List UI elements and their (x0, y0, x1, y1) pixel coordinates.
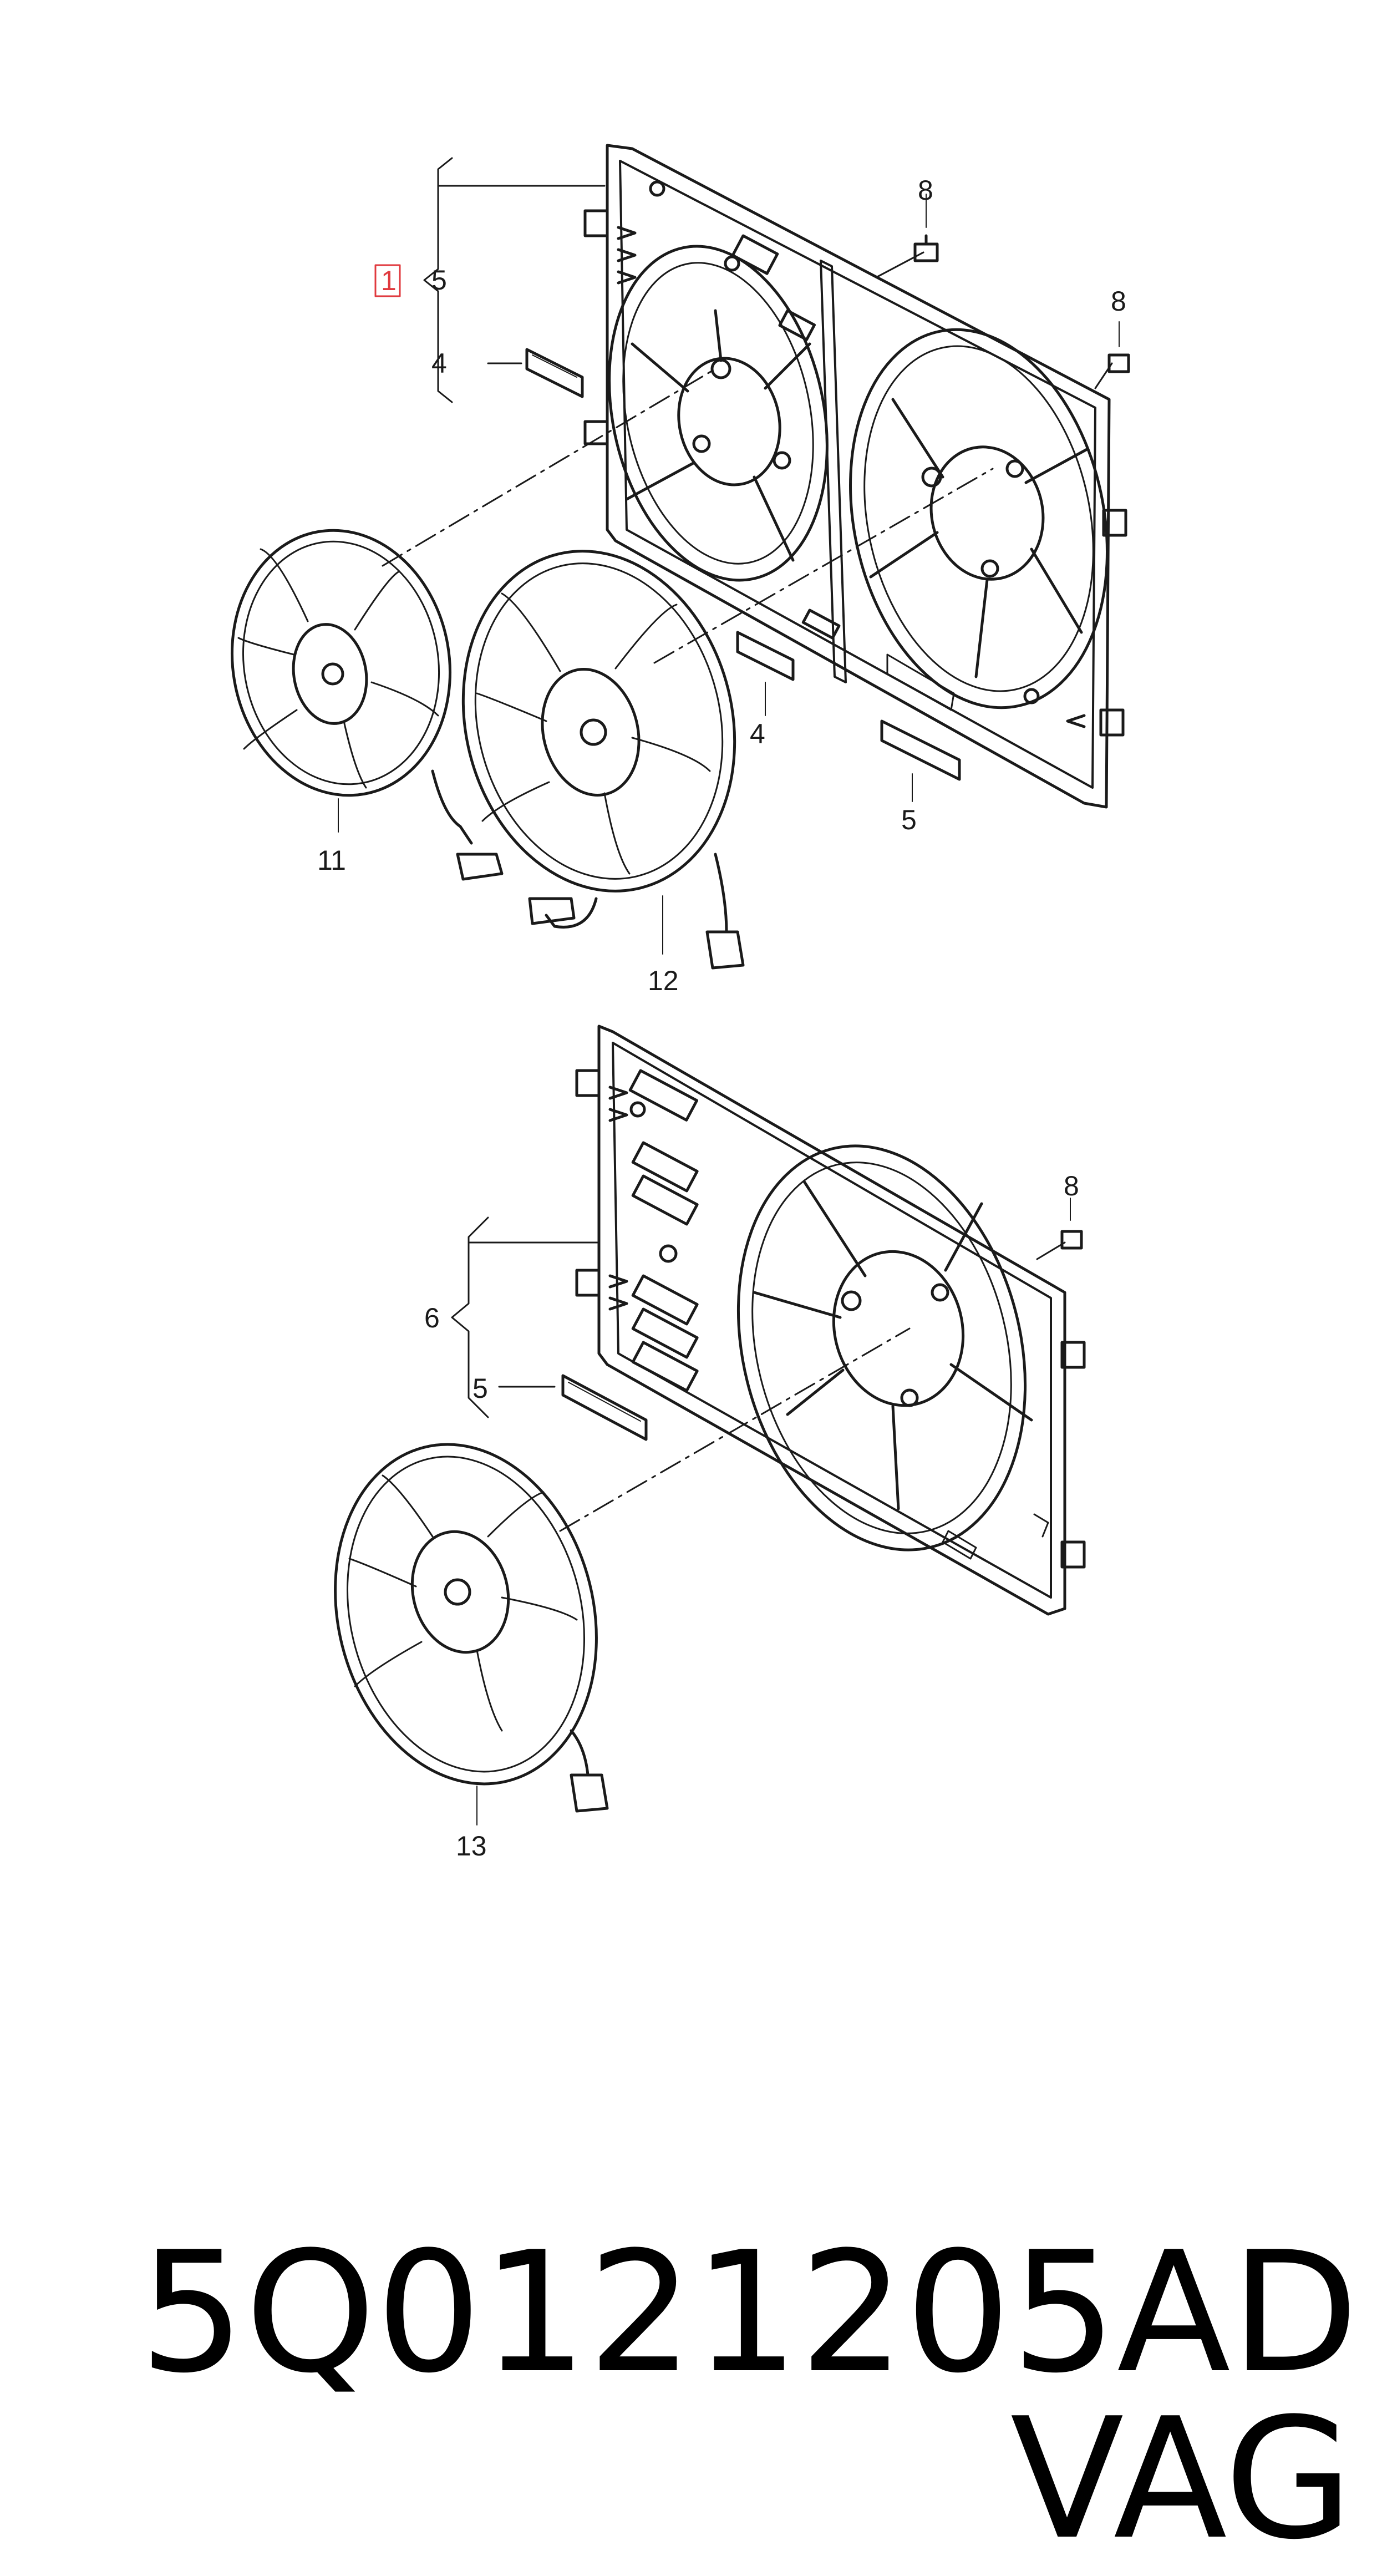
screw-bottom (1036, 1198, 1083, 1260)
group-bracket-6 (451, 1216, 600, 1418)
group-bracket-1 (423, 157, 606, 403)
label-8-a: 8 (918, 175, 933, 206)
twin-fan-shroud (583, 144, 1127, 809)
label-4-top: 4 (431, 348, 447, 379)
label-5-mid: 5 (901, 804, 917, 835)
label-13: 13 (456, 1830, 487, 1862)
label-1: 1 (381, 265, 397, 296)
label-4-mid: 4 (750, 718, 765, 749)
label-8-b: 8 (1111, 286, 1126, 317)
alignment-lines-top (382, 368, 994, 664)
screw-top-b (1094, 321, 1130, 389)
label-5-bottom: 5 (472, 1373, 488, 1404)
brand-name: VAG (1010, 2382, 1353, 2576)
label-8-c: 8 (1064, 1170, 1079, 1201)
label-12: 12 (648, 965, 679, 996)
label-6: 6 (424, 1302, 440, 1333)
part-number: 5Q0121205AD (139, 2216, 1359, 2410)
label-5-top: 5 (431, 265, 447, 296)
seal-strip-5-bottom (561, 1374, 648, 1441)
fan-13 (334, 1443, 609, 1825)
part-labels: 1 5 4 8 8 4 5 11 12 8 6 5 13 (317, 175, 1126, 1862)
caption-line: 5Q0121205AD VAG (33, 2063, 1359, 2576)
seal-strip-5-mid (880, 719, 961, 802)
screw-top-a (875, 194, 939, 278)
fan-12 (461, 550, 745, 970)
callout-box-1 (374, 264, 401, 297)
seal-strip-4-mid (736, 631, 795, 716)
fan-11 (230, 529, 504, 881)
label-11: 11 (317, 845, 346, 876)
seal-strip-4-top (525, 348, 584, 398)
alignment-line-bottom (559, 1327, 911, 1532)
parts-diagram: 1 5 4 8 8 4 5 11 12 8 6 5 13 (230, 144, 1130, 1862)
single-fan-shroud (575, 1025, 1086, 1616)
